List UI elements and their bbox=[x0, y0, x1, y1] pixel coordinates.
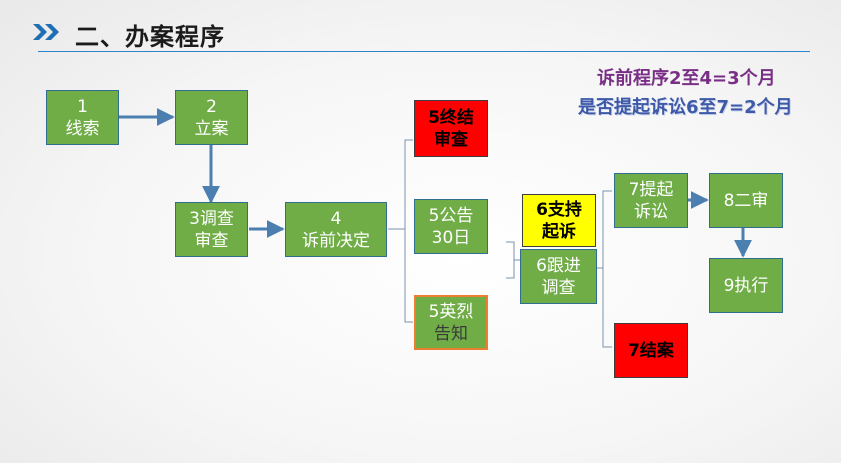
step-5c-line2: 告知 bbox=[434, 323, 468, 344]
note-litigation: 是否提起诉讼6至7=2个月 bbox=[578, 97, 793, 118]
step-7a-line1: 7提起 bbox=[628, 179, 674, 200]
bracket-6-7 bbox=[602, 190, 612, 348]
step-6b-line2: 调查 bbox=[541, 277, 576, 298]
step-8-label: 8二审 bbox=[723, 190, 769, 211]
step-5-terminate-review: 5终结 审查 bbox=[414, 100, 488, 157]
title-bar: 二、办案程序 bbox=[33, 18, 225, 51]
step-7-close-case: 7结案 bbox=[614, 323, 688, 378]
step-5c-line1: 5英烈 bbox=[428, 301, 474, 322]
step-5-announcement: 5公告 30日 bbox=[414, 199, 488, 254]
step-3-line1: 3调查 bbox=[189, 208, 234, 229]
step-6a-line1: 6支持 bbox=[536, 199, 582, 220]
title-divider bbox=[38, 51, 810, 52]
note-pre-litigation: 诉前程序2至4=3个月 bbox=[597, 68, 776, 89]
step-6b-line1: 6跟进 bbox=[536, 255, 581, 276]
double-chevron-icon bbox=[33, 21, 65, 47]
step-4-label: 诉前决定 bbox=[302, 230, 370, 251]
step-4-number: 4 bbox=[330, 208, 342, 229]
step-8-second-instance: 8二审 bbox=[709, 173, 783, 228]
bracket-4-5 bbox=[404, 139, 413, 323]
step-5a-line2: 审查 bbox=[434, 129, 468, 150]
step-3-line2: 审查 bbox=[194, 230, 229, 251]
step-2-case-filing: 2 立案 bbox=[175, 90, 248, 145]
step-7a-line2: 诉讼 bbox=[634, 201, 668, 222]
step-1-number: 1 bbox=[77, 96, 88, 117]
step-5b-line2: 30日 bbox=[431, 227, 471, 248]
step-6-support-prosecution: 6支持 起诉 bbox=[522, 194, 596, 247]
step-5-hero-notice: 5英烈 告知 bbox=[414, 295, 488, 350]
step-7-file-lawsuit: 7提起 诉讼 bbox=[614, 173, 688, 228]
bracket-5-6 bbox=[506, 241, 515, 279]
step-2-label: 立案 bbox=[194, 118, 229, 139]
step-9-label: 9执行 bbox=[723, 275, 769, 296]
step-1-clue: 1 线索 bbox=[46, 90, 119, 145]
step-4-pre-litigation-decision: 4 诉前决定 bbox=[285, 202, 387, 257]
step-3-investigation: 3调查 审查 bbox=[175, 202, 248, 257]
step-7b-label: 7结案 bbox=[628, 340, 674, 361]
step-6a-line2: 起诉 bbox=[542, 221, 576, 242]
step-5b-line1: 5公告 bbox=[428, 205, 474, 226]
step-9-execution: 9执行 bbox=[709, 258, 783, 313]
step-6-follow-up-investigation: 6跟进 调查 bbox=[520, 249, 597, 304]
step-1-label: 线索 bbox=[65, 118, 100, 139]
page-title: 二、办案程序 bbox=[75, 22, 225, 51]
step-2-number: 2 bbox=[206, 96, 217, 117]
step-5a-line1: 5终结 bbox=[428, 107, 474, 128]
